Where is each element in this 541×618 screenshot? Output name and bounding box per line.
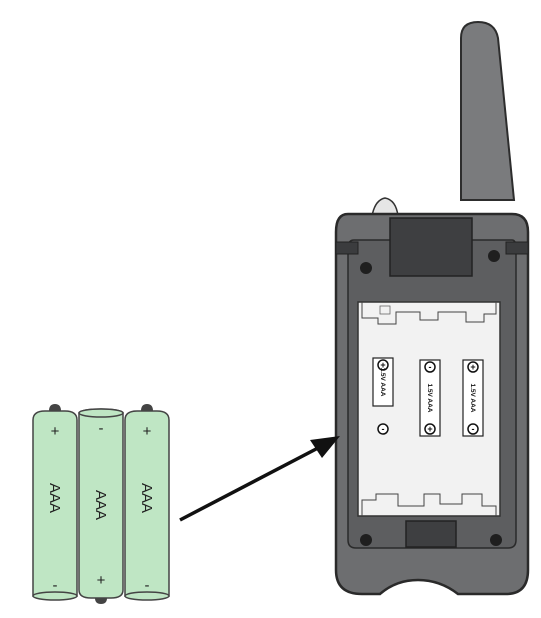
battery-label: AAA xyxy=(138,483,155,513)
two-way-radio: + 1.5V AAA - - 1.5V AAA + + 1.5V AAA - xyxy=(334,20,530,596)
battery-top-mark: - xyxy=(99,420,104,437)
slot-label: 1.5V AAA xyxy=(426,383,433,412)
compartment-top-contacts xyxy=(361,302,497,325)
screw-icon xyxy=(360,262,372,274)
slot-bottom-mark: + xyxy=(427,424,432,434)
screw-icon xyxy=(490,534,502,546)
polarity-positive-icon xyxy=(424,423,436,435)
radio-top-knob xyxy=(371,197,399,217)
slot-top-mark: - xyxy=(429,362,432,372)
battery-label: AAA xyxy=(46,483,63,513)
aaa-battery: + AAA - xyxy=(32,404,78,601)
aaa-battery: - AAA + xyxy=(78,408,124,604)
polarity-positive-icon xyxy=(377,359,389,371)
battery-positive-terminal-icon xyxy=(95,598,107,604)
battery-top-mark: + xyxy=(51,423,60,440)
polarity-negative-icon xyxy=(424,361,436,373)
radio-top-plate xyxy=(389,217,473,277)
polarity-negative-icon xyxy=(377,423,389,435)
slot-top-mark: + xyxy=(380,360,385,370)
battery-top-mark: + xyxy=(143,423,152,440)
aaa-battery: + AAA - xyxy=(124,404,170,601)
battery-positive-terminal-icon xyxy=(49,404,61,411)
screw-icon xyxy=(488,250,500,262)
radio-antenna xyxy=(460,20,516,201)
compartment-slot: + 1.5V AAA - xyxy=(462,359,484,437)
slot-top-mark: + xyxy=(470,362,475,372)
slot-bottom-mark: - xyxy=(382,424,385,434)
insert-direction-arrow xyxy=(179,436,340,522)
screw-icon xyxy=(360,534,372,546)
arrow-head-icon xyxy=(310,436,340,458)
battery-positive-terminal-icon xyxy=(141,404,153,411)
battery-negative-end-icon xyxy=(32,591,78,601)
radio-top-right-tab xyxy=(505,241,529,255)
slot-bottom-mark: - xyxy=(472,424,475,434)
battery-bottom-mark: + xyxy=(97,572,106,589)
radio-bottom-plate xyxy=(405,520,457,548)
battery-bottom-mark: - xyxy=(53,577,58,594)
polarity-positive-icon xyxy=(467,361,479,373)
compartment-slot: + 1.5V AAA - xyxy=(372,357,394,435)
compartment-bottom-contacts xyxy=(361,493,497,516)
battery-bottom-mark: - xyxy=(145,577,150,594)
polarity-negative-icon xyxy=(467,423,479,435)
slot-label: 1.5V AAA xyxy=(469,383,476,412)
battery-label: AAA xyxy=(92,490,109,520)
radio-top-left-tab xyxy=(335,241,359,255)
battery-negative-end-icon xyxy=(124,591,170,601)
slot-label: 1.5V AAA xyxy=(379,367,386,396)
compartment-slot: - 1.5V AAA + xyxy=(419,359,441,437)
